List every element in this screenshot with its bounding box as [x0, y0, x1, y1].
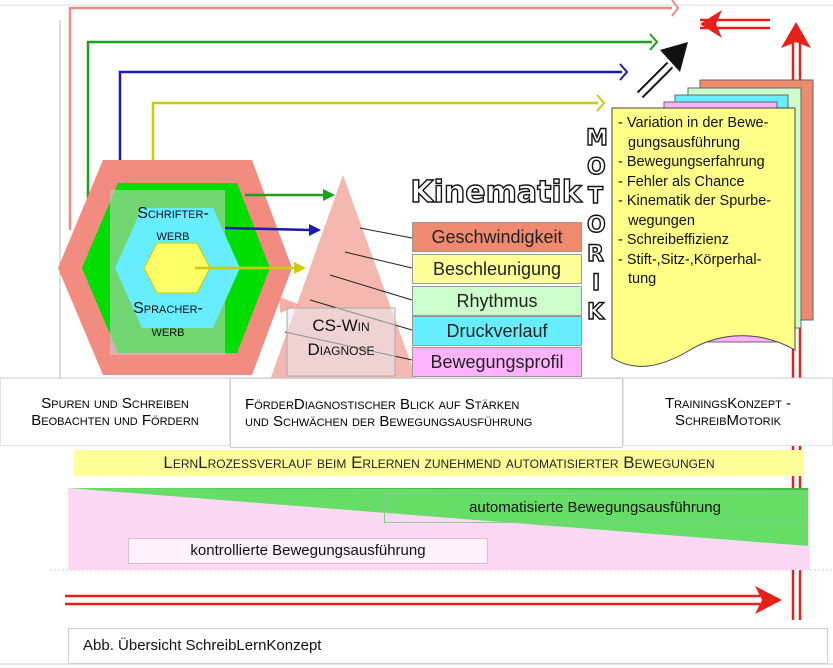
caption-right: TrainingsKonzept - SchreibMotorik	[623, 378, 833, 446]
note-item: - Bewegungserfahrung	[618, 154, 765, 170]
hex-label-schrifterwerb-2: werb	[156, 227, 190, 244]
note-item: - Fehler als Chance	[618, 173, 745, 190]
hex-label-schrifterwerb-1: Schrifter-	[137, 205, 209, 222]
notes-panel: - Variation in der Bewe- gungsausführung…	[618, 114, 790, 290]
motorik-letter-6: K	[586, 299, 605, 325]
blue-arrow-line	[224, 226, 311, 232]
motorik-letter-1: O	[586, 154, 606, 180]
caption-right-line1: TrainingsKonzept -	[664, 395, 792, 412]
motorik-letter-4: R	[586, 241, 604, 267]
automated-label: automatisierte Bewegungsausführung	[384, 493, 806, 523]
motorik-letter-5: I	[591, 270, 601, 296]
cswin-box	[286, 307, 396, 377]
motorik-letter-0: M	[585, 125, 608, 151]
hexagon-yellow	[143, 242, 211, 294]
caption-left: Spuren und Schreiben Beobachten und Förd…	[0, 378, 230, 446]
note-item: - Stift-,Sitz-,Körperhal-	[618, 251, 762, 268]
note-item: - Schreibeffizienz	[618, 232, 729, 248]
caption-left-line2: Beobachten und Fördern	[31, 412, 199, 429]
green-feedback-line	[86, 40, 652, 270]
blue-arrow-head	[309, 224, 321, 236]
controlled-label: kontrollierte Bewegungsausführung	[128, 538, 488, 564]
bar-druckverlauf: Druckverlauf	[412, 316, 582, 346]
yellow-feedback-tip	[596, 94, 606, 112]
note-item: wegungen	[628, 212, 695, 229]
bar-geschwindigkeit: Geschwindigkeit	[412, 222, 582, 252]
process-banner: LernLrozessverlauf beim Erlernen zunehme…	[74, 450, 804, 476]
hex-label-spracherwerb-1: Spracher-	[133, 300, 203, 317]
yellow-arrow-head	[294, 262, 306, 274]
hex-label-spracherwerb-2: werb	[151, 323, 185, 340]
note-item: gungsausführung	[628, 134, 741, 151]
caption-middle: FörderDiagnostischer Blick auf Stärken u…	[230, 378, 623, 448]
salmon-arrow-head	[280, 297, 300, 313]
cswin-label-2: Diagnose	[307, 340, 375, 359]
salmon-feedback-line	[68, 6, 672, 230]
red-arrow-left-head	[700, 10, 722, 38]
note-item: - Variation in der Bewe-	[618, 115, 769, 131]
black-arrow-head	[660, 42, 688, 72]
figure-caption-text: Abb. Übersicht SchreibLernKonzept	[83, 637, 322, 654]
note-item: tung	[628, 271, 657, 287]
green-feedback-tip	[649, 33, 659, 51]
cswin-label-1: CS-Win	[312, 316, 370, 335]
salmon-feedback-tip	[671, 0, 680, 17]
caption-middle-line1: FörderDiagnostischer Blick auf Stärken	[245, 396, 520, 413]
motorik-letter-2: T	[587, 183, 604, 209]
blue-feedback-tip	[619, 63, 629, 81]
red-vertical-head	[781, 22, 811, 48]
bar-bewegungsprofil: Bewegungsprofil	[412, 347, 582, 377]
automated-wedge	[68, 488, 808, 546]
kinematik-title: Kinematik	[410, 175, 582, 210]
bar-rhythmus: Rhythmus	[412, 286, 582, 316]
bar-beschleunigung: Beschleunigung	[412, 254, 582, 284]
motorik-letter-3: O	[586, 212, 606, 238]
caption-right-line2: SchreibMotorik	[674, 412, 782, 429]
bottom-red-head	[755, 586, 782, 614]
notes-list: - Variation in der Bewe- gungsausführung…	[618, 114, 790, 290]
notes-sheet	[611, 107, 796, 367]
caption-left-line1: Spuren und Schreiben	[41, 395, 189, 412]
black-arrow-shaft-inner	[638, 63, 672, 97]
connector-3	[329, 274, 413, 301]
figure-caption: Abb. Übersicht SchreibLernKonzept	[68, 628, 828, 664]
note-item: - Kinematik der Spurbe-	[618, 193, 772, 209]
green-arrow-head	[323, 189, 335, 201]
connector-2	[344, 251, 413, 269]
caption-middle-line2: und Schwächen der Bewegungsausführung	[245, 413, 533, 430]
connector-1	[359, 227, 413, 239]
wedge-top-edge	[68, 488, 808, 490]
